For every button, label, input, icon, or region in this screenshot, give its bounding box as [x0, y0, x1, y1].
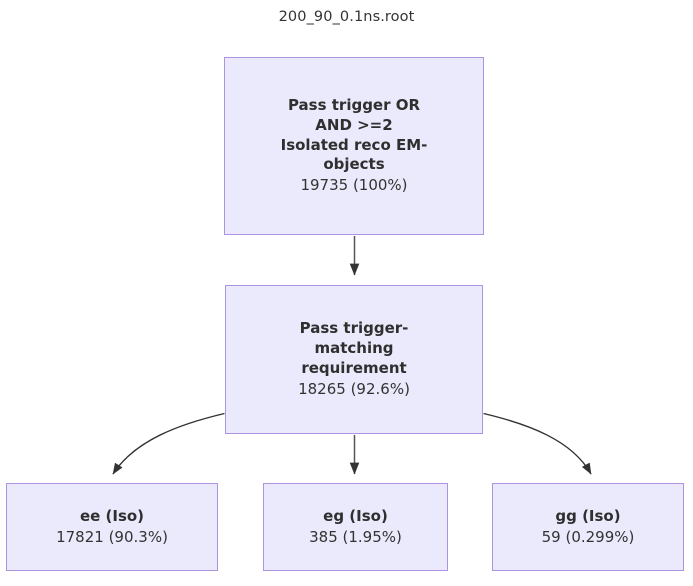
node-label: Pass trigger- matching requirement	[299, 319, 409, 377]
node-label: eg (Iso)	[323, 506, 388, 525]
edge-match-to-ee	[112, 412, 225, 475]
node-label: ee (Iso)	[79, 506, 145, 525]
node-ee-iso[interactable]: ee (Iso) 17821 (90.3%)	[6, 483, 218, 571]
page-title: 200_90_0.1ns.root	[278, 9, 415, 25]
edge-match-to-gg	[483, 412, 592, 475]
node-label: gg (Iso)	[555, 506, 621, 525]
node-gg-iso[interactable]: gg (Iso) 59 (0.299%)	[492, 483, 684, 571]
node-label: Pass trigger OR AND >=2 Isolated reco EM…	[280, 95, 428, 174]
node-count: 19735 (100%)	[300, 176, 408, 195]
node-pass-trigger-or[interactable]: Pass trigger OR AND >=2 Isolated reco EM…	[224, 57, 484, 235]
node-eg-iso[interactable]: eg (Iso) 385 (1.95%)	[263, 483, 448, 571]
node-count: 59 (0.299%)	[541, 527, 635, 546]
node-count: 17821 (90.3%)	[56, 527, 168, 546]
node-pass-trigger-matching[interactable]: Pass trigger- matching requirement 18265…	[225, 285, 483, 434]
node-count: 385 (1.95%)	[309, 527, 402, 546]
node-count: 18265 (92.6%)	[298, 379, 410, 398]
